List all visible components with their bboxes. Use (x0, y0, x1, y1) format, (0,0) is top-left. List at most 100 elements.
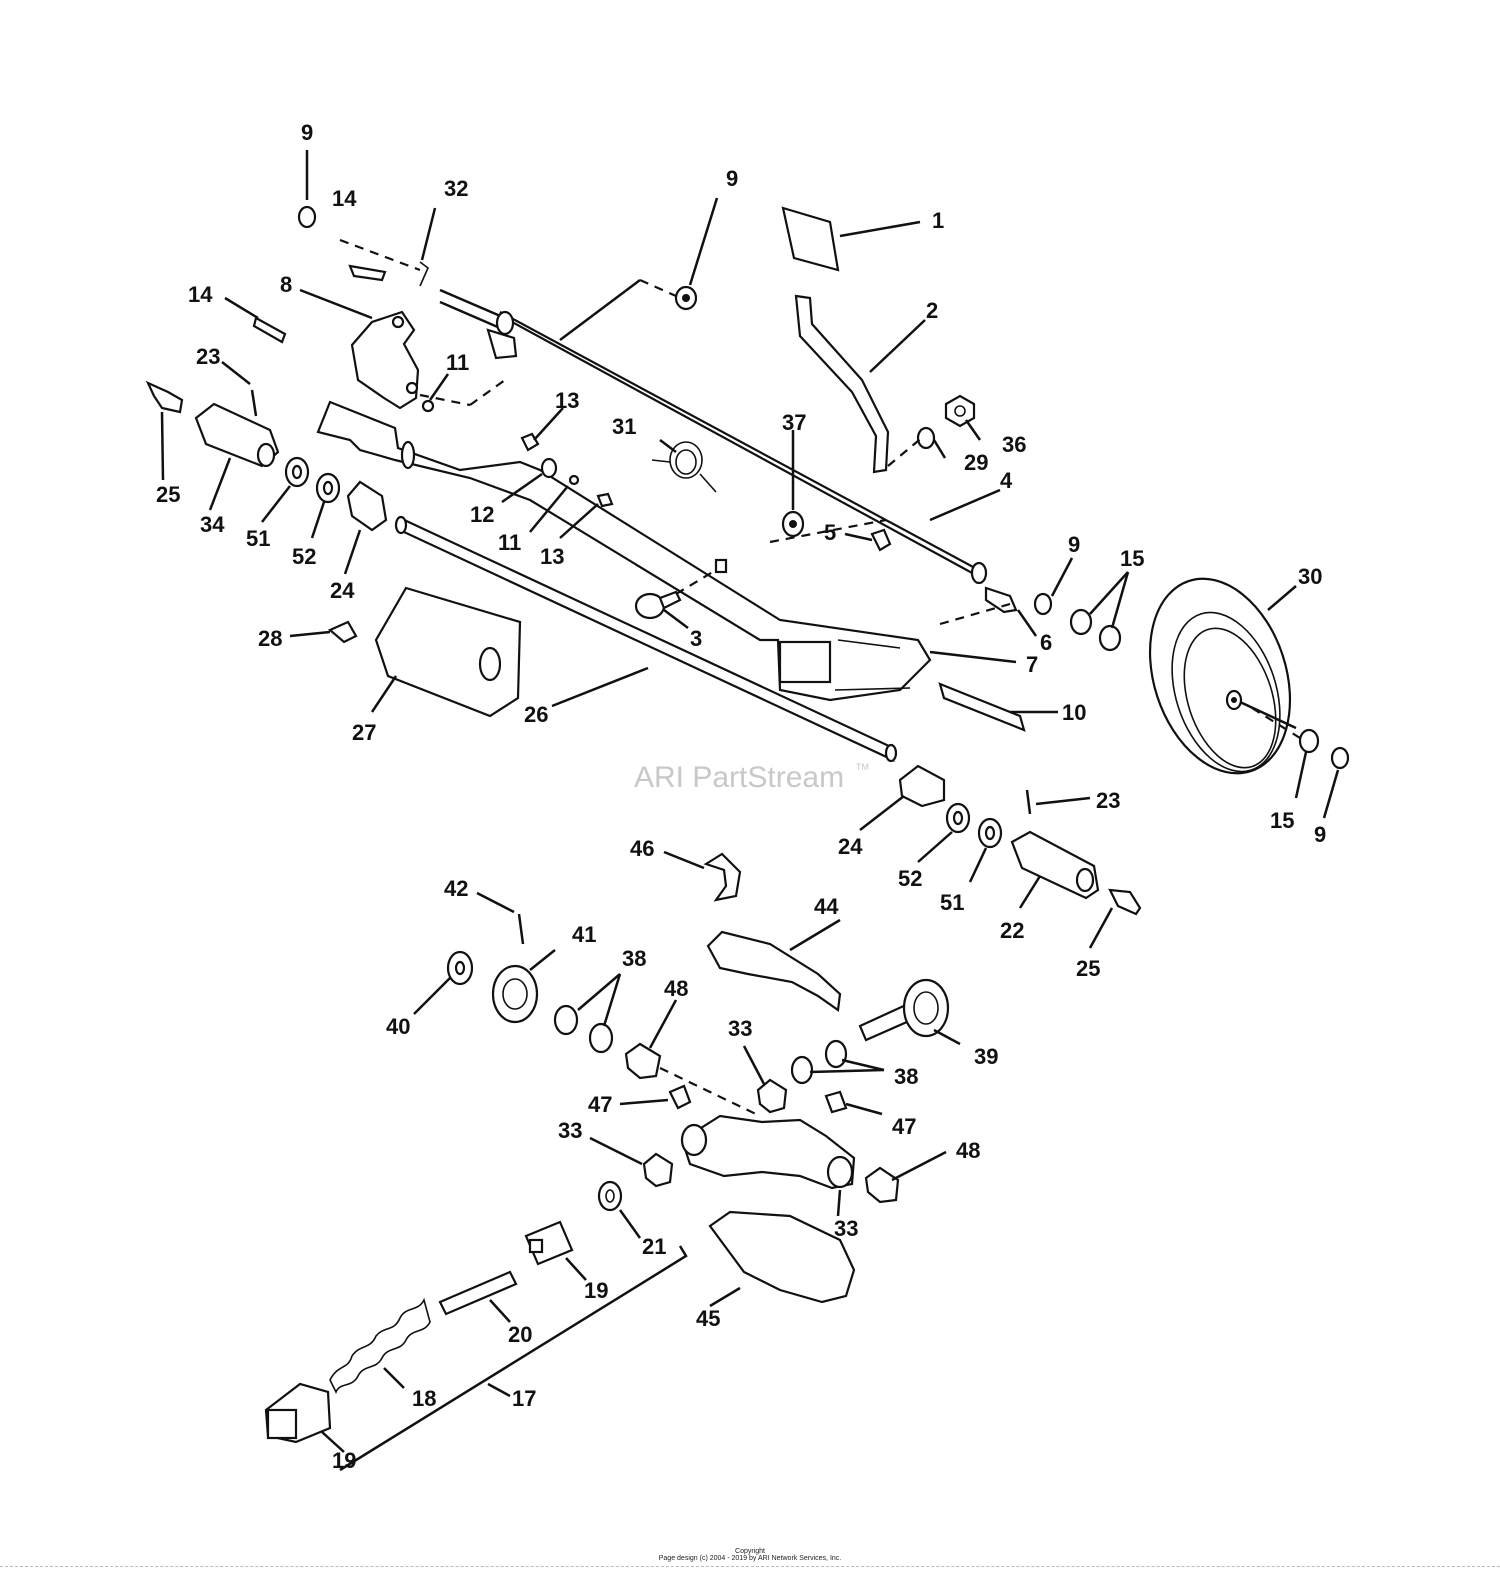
callout-6: 6 (1040, 630, 1052, 655)
wheel (1148, 577, 1292, 775)
callout-15: 15 (1120, 546, 1144, 571)
bushing-right (898, 764, 946, 808)
callout-37: 37 (782, 410, 806, 435)
callout-20: 20 (508, 1322, 532, 1347)
callout-11: 11 (498, 530, 521, 555)
callout-5: 5 (824, 520, 836, 545)
footer-copyright: Copyright (735, 1548, 765, 1555)
callout-33: 33 (834, 1216, 858, 1241)
callout-33: 33 (558, 1118, 582, 1143)
clevis-pin-top (348, 264, 387, 282)
callout-25: 25 (1076, 956, 1100, 981)
washer-21 (597, 1180, 623, 1212)
callout-48: 48 (956, 1138, 980, 1163)
callout-3: 3 (690, 626, 702, 651)
callout-15: 15 (1270, 808, 1294, 833)
callout-7: 7 (1026, 652, 1038, 677)
callout-36: 36 (1002, 432, 1026, 457)
callout-44: 44 (814, 894, 839, 919)
callout-52: 52 (898, 866, 922, 891)
callout-4: 4 (1000, 468, 1013, 493)
callout-38: 38 (622, 946, 646, 971)
carriage-bolt (634, 558, 728, 620)
bolt-6 (984, 586, 1018, 614)
torsion-spring (651, 441, 717, 493)
callout-39: 39 (974, 1044, 998, 1069)
bottom-rule (0, 1566, 1500, 1567)
callout-17: 17 (512, 1386, 536, 1411)
bearing-33a (756, 1078, 788, 1114)
gear-housing (680, 1114, 856, 1190)
callout-30: 30 (1298, 564, 1322, 589)
upper-shaft (439, 288, 988, 585)
nut-13a (520, 432, 540, 452)
pinion-shaft (858, 978, 950, 1042)
callout-48: 48 (664, 976, 688, 1001)
callout-9: 9 (1314, 822, 1326, 847)
leader-lines (160, 150, 1340, 1472)
callout-11: 11 (446, 350, 469, 375)
bushing-left (346, 480, 388, 532)
callout-labels: 9 14 32 9 1 14 8 2 23 11 13 36 31 37 29 … (156, 120, 1326, 1473)
callout-22: 22 (1000, 918, 1024, 943)
washer-38b (588, 1022, 614, 1054)
callout-47: 47 (892, 1114, 916, 1139)
small-nut-5 (870, 528, 892, 552)
callout-47: 47 (588, 1092, 612, 1117)
callout-23: 23 (196, 344, 220, 369)
washer-38a (553, 1004, 579, 1036)
roll-pin-left (250, 389, 258, 417)
callout-33: 33 (728, 1016, 752, 1041)
callout-8: 8 (280, 272, 292, 297)
grease-fittings (145, 380, 1142, 916)
bushing-48b (864, 1166, 900, 1204)
callout-9: 9 (1068, 532, 1080, 557)
link-rod (938, 682, 1026, 732)
washers (284, 426, 1320, 849)
callout-38: 38 (894, 1064, 918, 1089)
hex-nut (944, 394, 976, 428)
roll-pin-right (1025, 789, 1032, 815)
callout-9: 9 (301, 120, 313, 145)
callout-24: 24 (838, 834, 863, 859)
bearing-housing-left (194, 402, 280, 468)
callout-34: 34 (200, 512, 225, 537)
watermark-tm: TM (856, 762, 869, 772)
gearcase-top (706, 930, 842, 1012)
callout-12: 12 (470, 502, 494, 527)
callout-51: 51 (940, 890, 964, 915)
fitting-47a (668, 1084, 692, 1110)
watermark: ARI PartStream (634, 761, 844, 794)
callout-31: 31 (612, 414, 636, 439)
bushing-48a (624, 1042, 662, 1080)
cap (781, 206, 840, 272)
small-washer-11a (421, 399, 435, 413)
spring-bracket (794, 294, 890, 474)
callout-13: 13 (540, 544, 564, 569)
callout-19: 19 (332, 1448, 356, 1473)
shield-plate (374, 586, 522, 718)
drive-coupler-assembly (264, 1220, 574, 1444)
callout-45: 45 (696, 1306, 720, 1331)
callout-18: 18 (412, 1386, 436, 1411)
lower-shaft (394, 515, 898, 763)
callout-29: 29 (964, 450, 988, 475)
plug (327, 620, 358, 644)
callout-26: 26 (524, 702, 548, 727)
callout-21: 21 (642, 1234, 666, 1259)
side-frame (316, 400, 932, 702)
callout-46: 46 (630, 836, 654, 861)
callout-42: 42 (444, 876, 468, 901)
cotter-pin (419, 261, 429, 287)
footer-page-design: Page design (c) 2004 - 2019 by ARI Netwo… (658, 1555, 842, 1562)
callout-2: 2 (926, 298, 938, 323)
clevis-pin-left (252, 316, 287, 344)
washer-38c (790, 1055, 814, 1085)
callout-1: 1 (932, 208, 944, 233)
bearing-33b (642, 1152, 674, 1188)
fitting-47b (824, 1090, 848, 1114)
small-washer-11b (568, 474, 580, 486)
callout-13: 13 (555, 388, 579, 413)
callout-19: 19 (584, 1278, 608, 1303)
